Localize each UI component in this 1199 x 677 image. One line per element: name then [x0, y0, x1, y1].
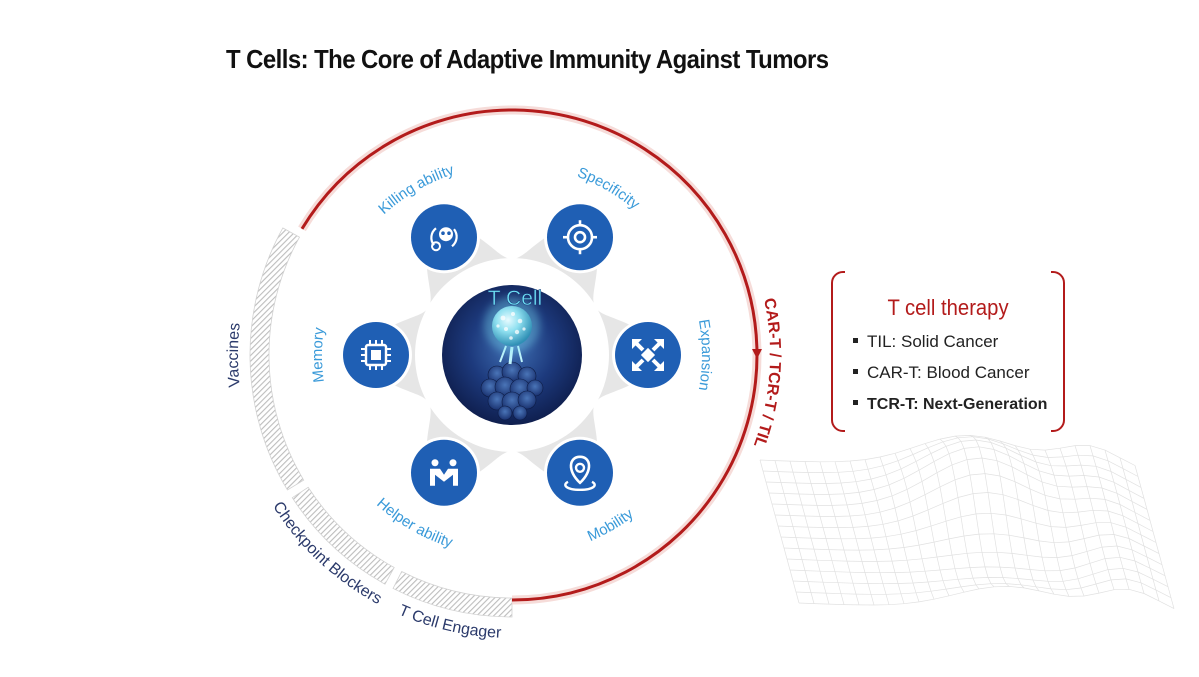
wireframe-line: [1134, 465, 1175, 609]
wireframe-line: [786, 545, 1163, 566]
wireframe-line: [804, 461, 845, 605]
feature-node: [408, 436, 480, 509]
bullet-icon: [853, 338, 858, 344]
wireframe-line: [792, 567, 1169, 588]
red-arc: [300, 108, 759, 602]
helper-people-icon: [430, 459, 458, 486]
wireframe-line: [1089, 445, 1130, 590]
feature-node: [544, 436, 616, 509]
feature-node: [408, 201, 480, 274]
wireframe-line: [954, 435, 995, 588]
wireframe-line: [762, 436, 1139, 477]
wireframe-line: [768, 446, 1145, 499]
therapy-title: T cell therapy: [887, 295, 1009, 320]
wireframe-line: [849, 460, 890, 605]
target-icon: [563, 220, 597, 255]
wireframe-line: [834, 461, 875, 606]
wireframe-line: [909, 448, 950, 596]
feature-label: Mobility: [585, 505, 637, 545]
expand-arrows-icon: [632, 339, 664, 371]
therapy-list: TIL: Solid Cancer CAR-T: Blood Cancer TC…: [853, 331, 1047, 424]
wireframe-line: [819, 461, 860, 605]
wireframe-line: [759, 459, 800, 604]
feature-node: [544, 201, 616, 274]
wireframe-line: [879, 456, 920, 603]
wireframe-decoration: [759, 435, 1175, 609]
wireframe-line: [789, 556, 1166, 577]
outer-hatched-segment: [249, 227, 305, 491]
wireframe-line: [798, 586, 1175, 609]
wireframe-line: [780, 512, 1157, 543]
outer-hatched-ring: [249, 227, 513, 618]
outer-segment-label: Vaccines: [225, 322, 244, 388]
feature-node: [340, 319, 412, 391]
wireframe-line: [789, 461, 830, 605]
wireframe-line: [765, 439, 1142, 488]
wireframe-line: [774, 460, 815, 604]
wireframe-line: [969, 435, 1010, 587]
therapy-item-tcr-t: TCR-T: Next-Generation: [853, 393, 1047, 424]
wireframe-line: [795, 578, 1172, 599]
feature-nodes: [340, 201, 684, 509]
wireframe-line: [864, 459, 905, 604]
therapy-item-til: TIL: Solid Cancer: [853, 331, 1047, 362]
location-pin-icon: [564, 455, 596, 491]
feature-node: [612, 319, 684, 391]
page-title: T Cells: The Core of Adaptive Immunity A…: [226, 44, 829, 74]
feature-node-circle: [547, 204, 613, 271]
outer-hatched-segment: [392, 570, 513, 618]
wireframe-line: [771, 457, 1148, 510]
chip-icon: [361, 340, 391, 370]
box-bottom-gap: [845, 429, 1051, 433]
wireframe-line: [1119, 457, 1160, 601]
wireframe-line: [777, 492, 1154, 532]
wireframe-line: [924, 443, 965, 593]
wireframe-line: [1059, 448, 1100, 594]
feature-node-circle: [411, 439, 477, 506]
wireframe-line: [939, 438, 980, 590]
feature-label: Memory: [309, 326, 328, 383]
center-label: T Cell: [488, 287, 542, 310]
wireframe-line: [894, 453, 935, 600]
wireframe-line: [783, 533, 1160, 554]
t-cell-illustration-icon: [480, 297, 544, 421]
skull-cycle-icon: [430, 227, 458, 252]
t-cell-therapy-box: T cell therapy TIL: Solid Cancer CAR-T: …: [831, 270, 1065, 433]
wireframe-line: [1104, 450, 1145, 594]
wireframe-line: [1074, 445, 1115, 590]
box-top-gap: [845, 270, 1051, 274]
wireframe-line: [984, 436, 1025, 589]
feature-label: Expansion: [695, 318, 715, 392]
wireframe-line: [774, 473, 1151, 521]
wireframe-line: [1029, 449, 1070, 597]
wireframe-line: [999, 440, 1040, 592]
therapy-item-car-t: CAR-T: Blood Cancer: [853, 362, 1047, 393]
outer-hatched-segment: [291, 486, 395, 585]
wireframe-line: [1044, 449, 1085, 597]
bullet-icon: [853, 400, 858, 406]
wireframe-line: [759, 435, 1136, 466]
bullet-icon: [853, 369, 858, 375]
wireframe-line: [1014, 445, 1055, 595]
red-arc-arrow-icon: [752, 349, 762, 359]
